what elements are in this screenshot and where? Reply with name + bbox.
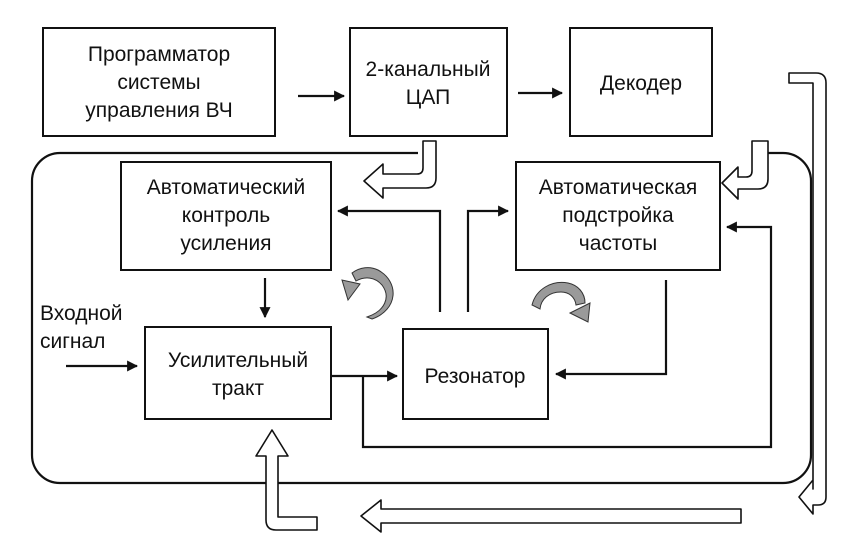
resonator-block: Резонатор bbox=[402, 328, 549, 420]
afc-label-line-2: подстройка bbox=[562, 204, 674, 227]
decoder-block: Декодер bbox=[569, 27, 713, 137]
dac-label-line-1: 2-канальный bbox=[366, 58, 491, 81]
decoder-label: Декодер bbox=[600, 72, 682, 95]
arrow-feedback-to-afc bbox=[361, 221, 773, 449]
programmer-label-line-2: системы bbox=[117, 71, 200, 94]
amplifier-label-line-2: тракт bbox=[212, 377, 264, 400]
agc-label-line-1: Автоматический bbox=[147, 176, 306, 199]
hollow-arrow-bottom-left bbox=[360, 499, 742, 533]
input-signal-label-line-2: сигнал bbox=[40, 330, 105, 353]
system-boundary bbox=[30, 151, 813, 485]
agc-block: Автоматический контроль усиления bbox=[120, 161, 332, 271]
afc-label-line-1: Автоматическая bbox=[539, 176, 698, 199]
dac-label-line-2: ЦАП bbox=[406, 86, 450, 109]
resonator-label: Резонатор bbox=[425, 365, 526, 388]
agc-label-line-2: контроль bbox=[182, 204, 270, 227]
hollow-arrow-right-down bbox=[788, 72, 827, 515]
programmer-block: Программатор системы управления ВЧ bbox=[42, 27, 276, 137]
hollow-arrow-dac-to-agc bbox=[363, 140, 437, 199]
afc-block: Автоматическая подстройка частоты bbox=[515, 161, 721, 271]
hollow-arrow-decoder-to-afc bbox=[721, 140, 769, 200]
afc-label-line-3: частоты bbox=[579, 232, 657, 255]
hollow-arrow-up-to-amplifier bbox=[255, 429, 318, 531]
arrow-afc-to-resonator bbox=[554, 280, 668, 380]
programmer-label-line-1: Программатор bbox=[88, 43, 230, 66]
amplifier-block: Усилительный тракт bbox=[144, 326, 332, 420]
arrow-resonator-to-afc bbox=[466, 205, 510, 312]
curl-arrow-left bbox=[341, 267, 394, 320]
input-signal-label-line-1: Входной bbox=[40, 302, 123, 325]
arrow-resonator-to-agc bbox=[336, 205, 442, 312]
agc-label-line-3: усиления bbox=[180, 232, 271, 255]
dac-block: 2-канальный ЦАП bbox=[349, 27, 508, 137]
amplifier-label-line-1: Усилительный bbox=[168, 349, 308, 372]
curl-arrow-right bbox=[531, 281, 591, 323]
programmer-label-line-3: управления ВЧ bbox=[85, 99, 232, 122]
